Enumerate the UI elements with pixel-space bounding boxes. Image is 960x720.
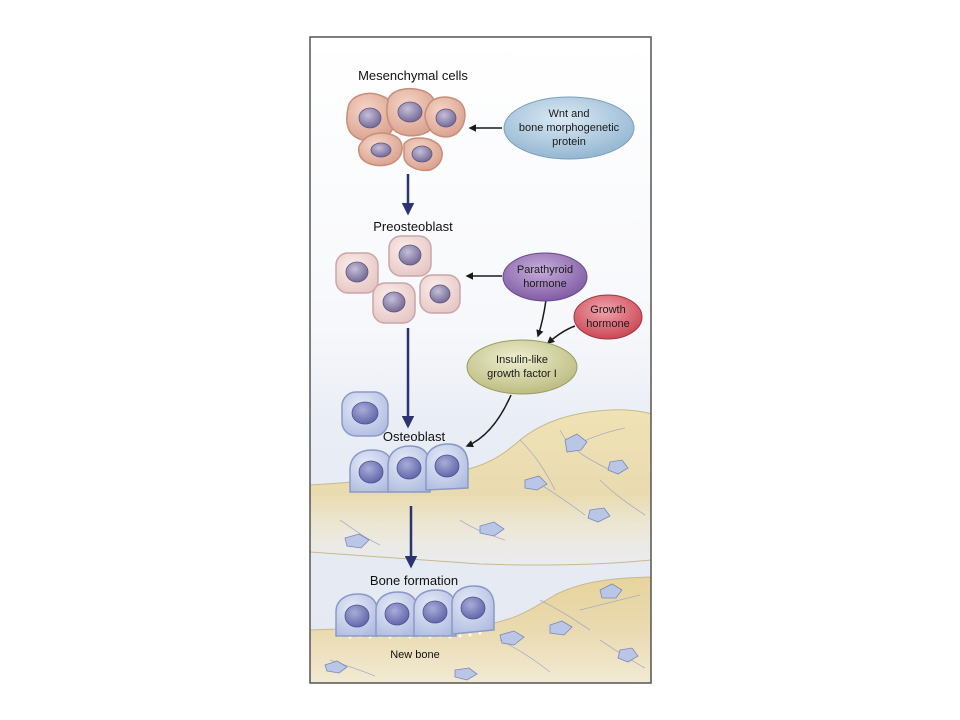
osteoblast-row [349,443,469,493]
label-preosteoblast: Preosteoblast [373,219,453,234]
wnt-label-line-1: Wnt and [549,108,590,120]
pth-label-line-1: Parathyroid [517,264,573,276]
mesenchymal-cells [346,87,466,172]
osteocytes [324,433,639,681]
osteoblast-cell-single [341,391,389,437]
igf-label-line-2: growth factor I [487,368,557,380]
panel-border [309,36,652,684]
parathyroid-hormone-oval: Parathyroid hormone [502,252,588,302]
wnt-bmp-oval: Wnt and bone morphogenetic protein [503,96,635,160]
pth-label-line-2: hormone [523,278,566,290]
label-osteoblast: Osteoblast [383,429,446,444]
label-new-bone: New bone [390,649,440,661]
gh-label-line-1: Growth [590,304,625,316]
stage-arrows [401,174,418,569]
wnt-label-line-3: protein [552,136,586,148]
gh-label-line-2: hormone [586,318,629,330]
label-mesenchymal-cells: Mesenchymal cells [358,68,468,83]
bone-forming-osteoblasts [335,585,495,637]
arrow-pth-to-igf [536,299,547,338]
igf-oval: Insulin-like growth factor I [466,339,578,395]
arrow-gh-to-igf [546,325,576,344]
factor-arrows [465,124,576,448]
arrow-igf-to-osteoblast [465,394,512,448]
wnt-label-line-2: bone morphogenetic [519,122,620,134]
igf-label-line-1: Insulin-like [496,354,548,366]
preosteoblast-cells [335,235,461,324]
label-bone-formation: Bone formation [370,573,458,588]
growth-hormone-oval: Growth hormone [573,294,643,340]
